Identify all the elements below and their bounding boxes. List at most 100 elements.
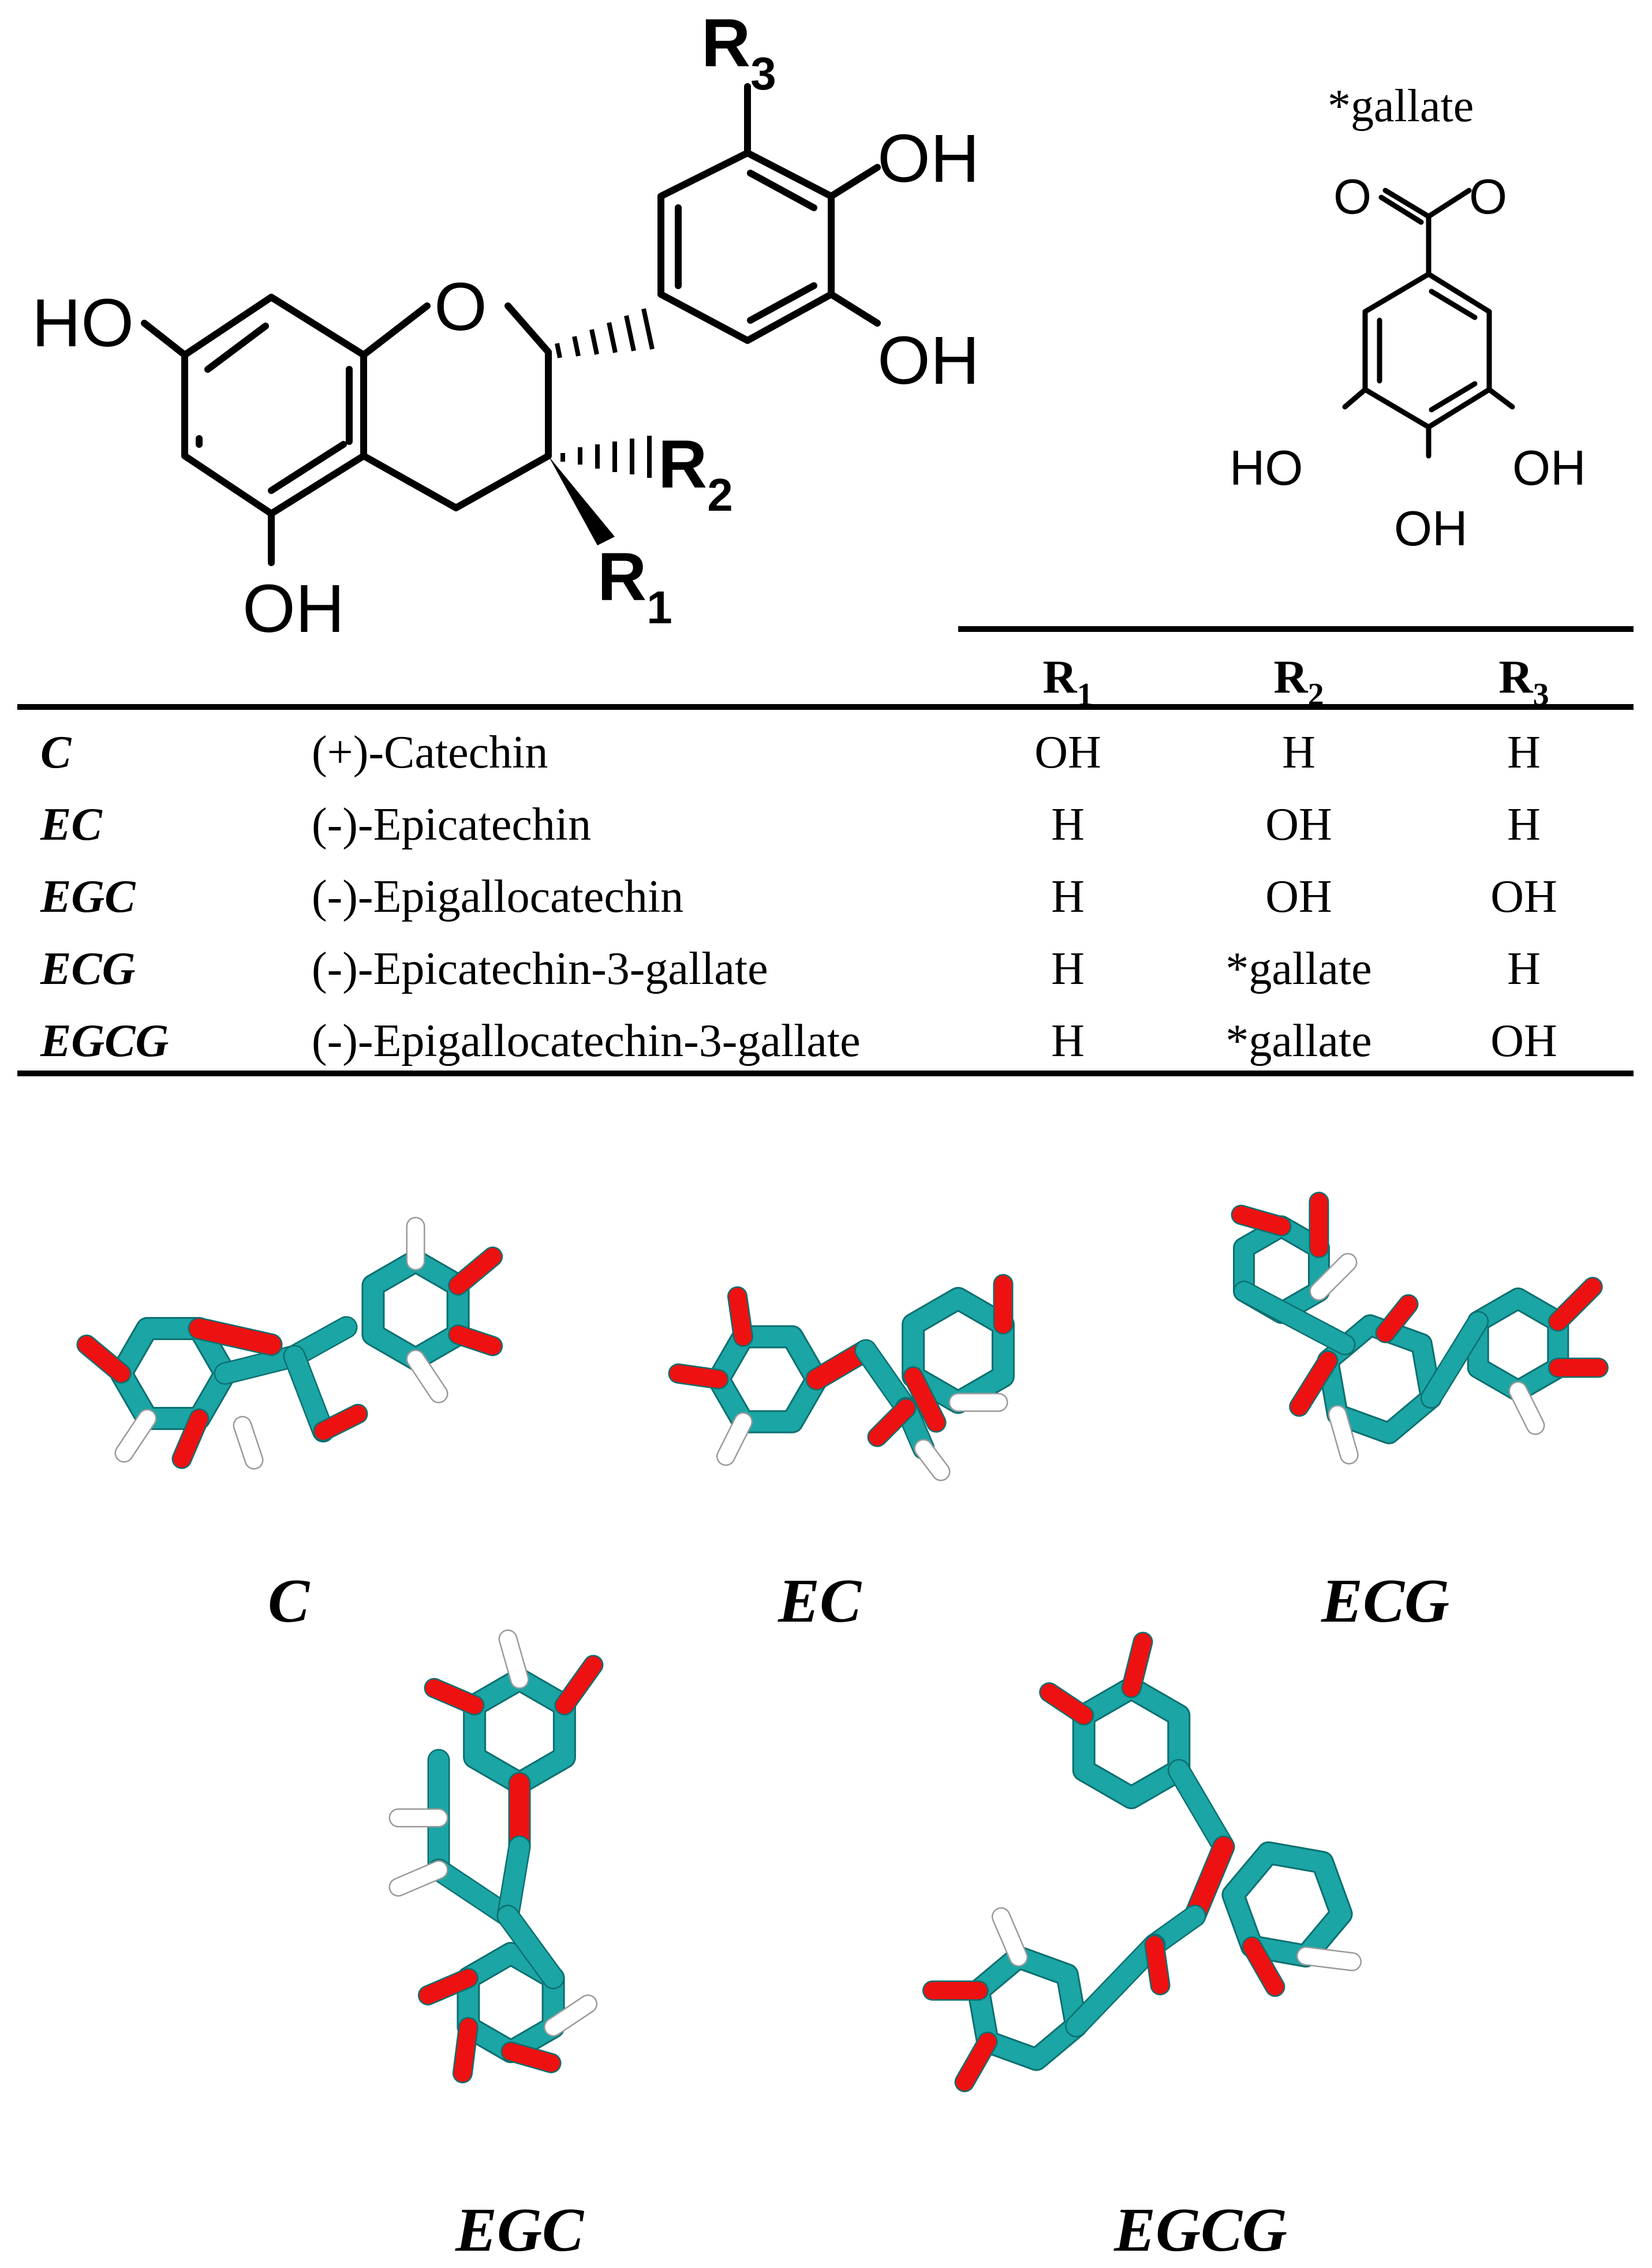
column-header-r3: R3 bbox=[1498, 650, 1549, 713]
carbon-bond bbox=[429, 1860, 518, 1926]
oh-upper-label: OH bbox=[877, 121, 980, 197]
row-abbreviation: EGC bbox=[40, 871, 136, 922]
gallate-ho-left: HO bbox=[1229, 441, 1303, 496]
o-ring-label: O bbox=[434, 269, 487, 345]
oxygen-bond bbox=[728, 1288, 752, 1346]
carbon-ring bbox=[363, 1251, 468, 1369]
solid-wedge-r1 bbox=[548, 456, 615, 545]
hydrogen-bond bbox=[915, 1440, 949, 1480]
row-r2-value: OH bbox=[1265, 799, 1332, 850]
row-compound-name: (-)-Epigallocatechin-3-gallate bbox=[312, 1016, 861, 1066]
model-label: C bbox=[268, 1567, 311, 1635]
oxygen-bond bbox=[449, 1326, 502, 1355]
oxygen-bond bbox=[555, 1656, 602, 1714]
row-abbreviation: C bbox=[40, 727, 72, 778]
oxygen-bond bbox=[502, 2043, 560, 2072]
hydrogen-bond bbox=[1510, 1383, 1543, 1434]
carbon-bond bbox=[498, 1837, 529, 1926]
hydrogen-bond bbox=[234, 1417, 262, 1468]
oxygen-bond bbox=[1040, 1683, 1093, 1724]
oxygen-bond bbox=[956, 2033, 997, 2091]
oxygen-bond bbox=[869, 1399, 915, 1446]
row-r1-value: OH bbox=[1034, 727, 1101, 778]
row-r2-value: OH bbox=[1265, 871, 1332, 922]
gallate-oh-bottom: OH bbox=[1394, 501, 1468, 556]
carbon-bond bbox=[215, 1346, 304, 1383]
row-r3-value: OH bbox=[1490, 871, 1557, 922]
ring-a-double-bonds bbox=[196, 323, 353, 494]
carbon-ring bbox=[709, 1327, 827, 1432]
row-compound-name: (-)-Epicatechin-3-gallate bbox=[312, 944, 768, 994]
hashed-wedge-b bbox=[555, 308, 655, 358]
row-r3-value: H bbox=[1507, 944, 1541, 994]
oxygen-bond bbox=[1290, 1352, 1337, 1416]
hydrogen-bond bbox=[390, 1862, 447, 1895]
carbon-ring bbox=[465, 1670, 574, 1793]
row-r1-value: H bbox=[1051, 799, 1085, 850]
carbon-bond bbox=[498, 1906, 563, 1988]
row-r1-value: H bbox=[1051, 1016, 1085, 1066]
oxygen-bond bbox=[173, 1409, 208, 1468]
row-compound-name: (-)-Epicatechin bbox=[312, 799, 591, 850]
row-abbreviation: ECG bbox=[40, 944, 136, 994]
hashed-wedge-r2 bbox=[560, 436, 652, 478]
carbon-bond bbox=[1169, 1760, 1234, 1857]
molecular-models bbox=[76, 1192, 1609, 2093]
hydrogen-bond bbox=[1310, 1254, 1356, 1300]
gallate-skeleton bbox=[1342, 188, 1515, 459]
ring-b-double-bonds bbox=[675, 170, 817, 324]
carbon-ring bbox=[1468, 1289, 1568, 1400]
row-compound-name: (+)-Catechin bbox=[312, 727, 548, 778]
carbon-bond bbox=[856, 1341, 916, 1418]
row-r3-value: H bbox=[1507, 799, 1541, 850]
hydrogen-bond bbox=[1298, 1948, 1361, 1970]
oxygen-bond bbox=[189, 1319, 281, 1354]
gallate-o-right: O bbox=[1469, 170, 1507, 224]
model-ecg bbox=[1231, 1192, 1609, 1465]
ring-a bbox=[181, 294, 367, 517]
oxygen-bond bbox=[1377, 1296, 1417, 1342]
oxygen-bond bbox=[905, 1368, 945, 1431]
r2-label: R2 bbox=[658, 426, 733, 521]
row-abbreviation: EC bbox=[40, 799, 103, 850]
model-label: EGC bbox=[455, 2196, 585, 2265]
hydrogen-bond bbox=[545, 1996, 596, 2035]
oh-bottom-label: OH bbox=[242, 571, 345, 647]
hydrogen-bond bbox=[408, 1351, 447, 1402]
oxygen-bond bbox=[78, 1336, 130, 1382]
oxygen-bond bbox=[1243, 1937, 1284, 1996]
r1-label: R1 bbox=[597, 539, 672, 633]
row-r1-value: H bbox=[1051, 871, 1085, 922]
hydrogen-bond bbox=[1329, 1406, 1358, 1464]
ring-b bbox=[657, 149, 835, 344]
hydrogen-bond bbox=[500, 1631, 528, 1687]
catechin-skeletal-structure bbox=[141, 83, 881, 566]
model-egcg bbox=[922, 1631, 1362, 2093]
oh-lower-label: OH bbox=[877, 323, 980, 399]
oxygen-bond bbox=[1232, 1206, 1290, 1235]
row-compound-name: (-)-Epigallocatechin bbox=[312, 871, 683, 922]
column-header-r2: R2 bbox=[1273, 650, 1324, 713]
hydrogen-bond bbox=[116, 1410, 155, 1461]
carbon-bond bbox=[1235, 1282, 1354, 1354]
table-row: EGCG (-)-Epigallocatechin-3-gallate H *gall… bbox=[40, 1016, 1557, 1066]
row-abbreviation: EGCG bbox=[40, 1016, 169, 1066]
oxygen-bond bbox=[454, 2018, 477, 2082]
oxygen-bond bbox=[419, 1969, 477, 2004]
hydrogen-bond bbox=[993, 1908, 1027, 1966]
hydrogen-bond bbox=[717, 1413, 752, 1465]
row-r1-value: H bbox=[1051, 944, 1085, 994]
model-egc bbox=[388, 1629, 604, 2083]
carbon-bond bbox=[285, 1346, 333, 1441]
carbon-bond bbox=[1066, 1935, 1164, 2036]
gallate-title: *gallate bbox=[1328, 81, 1474, 132]
oh-bond-lower bbox=[828, 291, 881, 327]
row-r3-value: H bbox=[1507, 727, 1541, 778]
row-r2-value: *gallate bbox=[1225, 1016, 1371, 1066]
oxygen-bond bbox=[425, 1679, 484, 1714]
